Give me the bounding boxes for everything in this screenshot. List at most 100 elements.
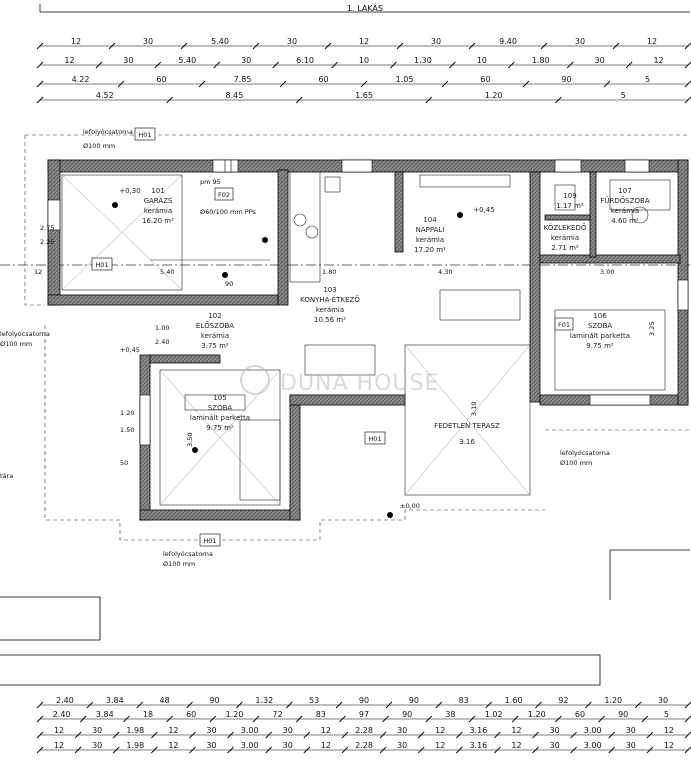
level-zero: ±0,00 (400, 502, 420, 510)
bottom-dim-value: 30 (206, 741, 216, 750)
bottom-dim-value: 30 (549, 741, 559, 750)
top-dim-tick (441, 80, 449, 88)
top-dim-value: 30 (123, 56, 133, 65)
bottom-dim-value: 5 (664, 710, 669, 719)
top-dim-value: 1.05 (396, 75, 414, 84)
bottom-dim-value: 12 (511, 726, 521, 735)
bottom-dim-tick (112, 746, 120, 754)
bottom-dim-value: 3.84 (106, 696, 124, 705)
bottom-dim-value: 90 (618, 710, 628, 719)
bottom-dim-tick (151, 731, 158, 739)
bottom-dim-value: 97 (359, 710, 369, 719)
bottom-dim-value: 48 (160, 696, 170, 705)
bottom-dim-value: 30 (92, 741, 102, 750)
top-dim-value: 10 (359, 56, 369, 65)
gutter-label-bottom: lefolyócsatorna (163, 550, 213, 558)
bottom-dim-value: 90 (209, 696, 219, 705)
bottom-dim-tick (166, 715, 173, 723)
room-108-name: KÖZLEKEDŐ (544, 223, 587, 232)
bottom-dim-tick (265, 746, 273, 754)
bottom-dim-value: 2.40 (56, 696, 74, 705)
room-103-number: 103 (323, 286, 336, 294)
top-dim-value: 10 (477, 56, 487, 65)
level-045-west: +0,45 (120, 346, 140, 354)
dim-90: 90 (225, 280, 233, 288)
bottom-dim-tick (684, 715, 691, 723)
top-dim-tick (36, 42, 44, 50)
bottom-dim-tick (646, 746, 654, 754)
bottom-dim-value: 30 (626, 741, 636, 750)
bottom-dim-tick (511, 715, 519, 723)
top-dim-value: 12 (359, 37, 369, 46)
top-dim-value: 30 (575, 37, 585, 46)
top-dim-tick (213, 61, 221, 69)
top-dim-tick (507, 61, 515, 69)
bottom-dim-tick (385, 701, 393, 709)
bottom-dim-tick (455, 746, 463, 754)
room-104-name: NAPPALI (416, 226, 445, 234)
top-dim-value: 1.20 (485, 91, 503, 100)
plan-title: 1. LAKÁS (347, 2, 383, 13)
top-dim-tick (684, 96, 691, 104)
top-dim-tick (625, 61, 633, 69)
top-dim-value: 5.40 (178, 56, 196, 65)
bottom-dim-value: 60 (575, 710, 585, 719)
bottom-dim-tick (209, 715, 217, 723)
top-dim-value: 5 (645, 75, 650, 84)
top-dim-value: 12 (71, 37, 81, 46)
room-106-area: 9.75 m² (586, 342, 614, 350)
dim-3-00: 3.00 (600, 268, 614, 276)
bottom-dim-tick (36, 746, 44, 754)
top-dim-tick (108, 42, 116, 50)
top-dim-value: 30 (143, 37, 153, 46)
bottom-dim-value: 12 (54, 741, 64, 750)
bottom-dim-tick (189, 746, 196, 754)
room-labels: 101 GARÁZS kerámia 16.20 m² +0,30 102 EL… (119, 187, 650, 446)
bottom-dim-value: 3.00 (584, 741, 602, 750)
top-dim-value: 60 (156, 75, 166, 84)
room-106-floor: laminált parketta (570, 332, 630, 340)
bottom-dim-value: 3.16 (469, 741, 487, 750)
bottom-dim-tick (341, 746, 349, 754)
bottom-dim-value: 1.20 (225, 710, 243, 719)
terrace-name: FEDETLEN TERASZ (434, 422, 500, 430)
bottom-dim-value: 1.98 (126, 741, 144, 750)
bottom-dim-tick (532, 746, 539, 754)
bottom-dim-tick (584, 701, 592, 709)
bottom-dim-value: 30 (397, 741, 407, 750)
side-tara: tára (0, 472, 13, 480)
pipe-note: Ø60/100 mm PPs (200, 208, 257, 216)
top-dim-tick (36, 96, 44, 104)
interior-lines (61, 171, 671, 506)
bottom-dim-value: 72 (273, 710, 283, 719)
top-dim-value: 5.40 (211, 37, 229, 46)
room-109-area: 1.17 m² (556, 202, 584, 210)
top-dim-tick (324, 42, 332, 50)
top-dim-value: 1.30 (414, 56, 432, 65)
bottom-dim-value: 1.02 (485, 710, 503, 719)
top-dim-tick (154, 61, 162, 69)
bottom-dim-tick (74, 746, 82, 754)
dim-3-50: 3.50 (186, 433, 194, 447)
dim-1-80: 1.80 (322, 268, 336, 276)
bottom-dim-value: 30 (206, 726, 216, 735)
bottom-dim-tick (646, 731, 654, 739)
room-107-number: 107 (618, 187, 631, 195)
room-104-level: +0,45 (473, 206, 494, 214)
top-dim-tick (684, 80, 691, 88)
bottom-dim-value: 3.00 (241, 726, 259, 735)
bottom-dim-tick (608, 746, 616, 754)
gutter-label-right: lefolyócsatorna (560, 449, 610, 457)
gutter-pipe-bottom: Ø100 mm (163, 560, 195, 568)
top-dim-value: 30 (241, 56, 251, 65)
top-dim-tick (36, 80, 44, 88)
gutter-label-top: lefolyócsatorna (83, 128, 133, 136)
bottom-dim-tick (425, 715, 433, 723)
room-101-level: +0,30 (119, 187, 140, 195)
bottom-dim-value: 83 (459, 696, 469, 705)
bottom-dim-tick (303, 731, 311, 739)
room-105-name: SZOBA (208, 404, 233, 412)
room-103-name: KONYHA-ÉTKEZŐ (300, 295, 360, 304)
bottom-dim-tick (189, 731, 196, 739)
